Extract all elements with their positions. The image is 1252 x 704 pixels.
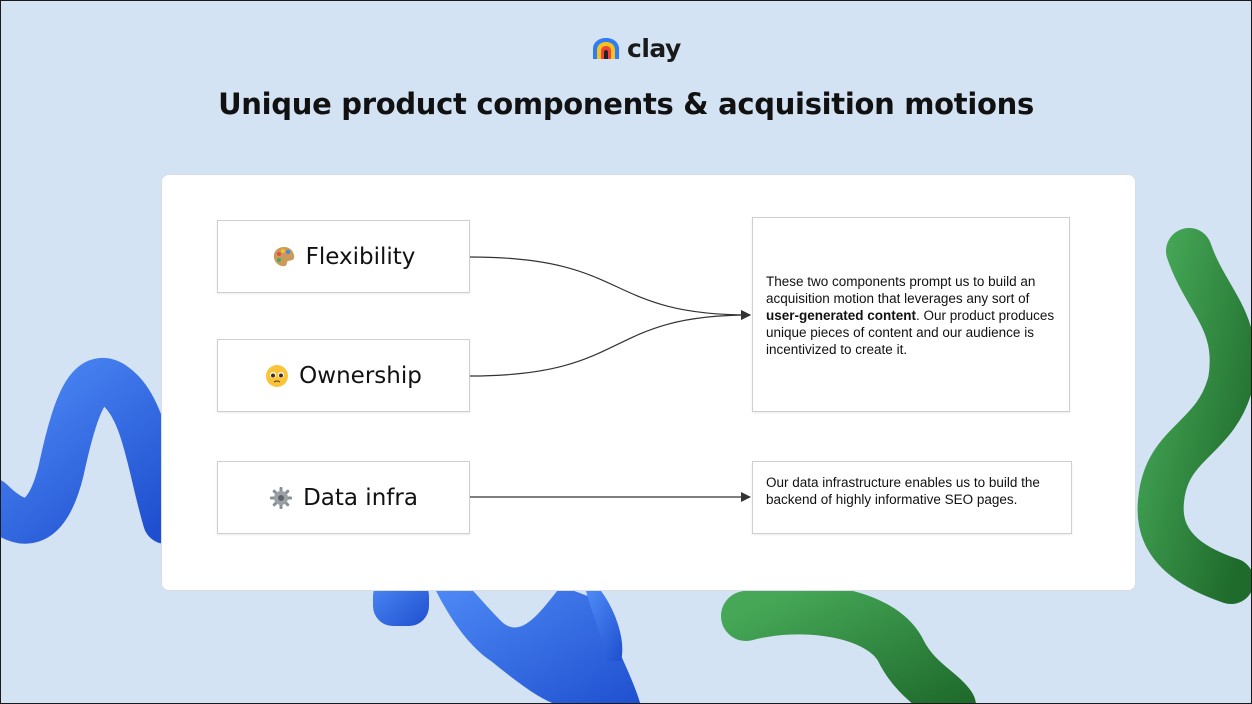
- page-title: Unique product components & acquisition …: [218, 87, 1034, 121]
- note-text-bold: user-generated content: [766, 308, 917, 323]
- gear-icon: [269, 486, 293, 510]
- clay-rainbow-icon: [593, 38, 619, 59]
- arrow-flexibility-to-note: [469, 256, 751, 320]
- brand-name: clay: [627, 34, 681, 63]
- green-shape-bottom: [721, 584, 976, 703]
- palette-icon: [272, 245, 296, 269]
- clay-logo: clay: [591, 34, 681, 64]
- blue-squiggle-left: [1, 358, 189, 544]
- node-label: Data infra: [303, 484, 418, 511]
- note-text-after: . Our product produces unique pieces of …: [766, 308, 1055, 357]
- connector-lines: [469, 256, 751, 502]
- note-data-infrastructure: Our data infrastructure enables us to bu…: [752, 461, 1072, 534]
- blue-shape-bottom: [373, 576, 641, 703]
- node-label: Ownership: [299, 362, 422, 389]
- node-flexibility: Flexibility: [217, 220, 470, 293]
- node-label: Flexibility: [305, 243, 416, 270]
- note-text-before: These two components prompt us to build …: [766, 274, 1036, 306]
- note-user-generated-content: These two components prompt us to build …: [752, 217, 1070, 412]
- diagram-card: Flexibility Ownership: [161, 174, 1136, 591]
- node-data-infra: Data infra: [217, 461, 470, 534]
- green-squiggle-right: [1137, 228, 1251, 604]
- arrow-ownership-to-note: [469, 310, 751, 377]
- note-text: Our data infrastructure enables us to bu…: [766, 475, 1040, 507]
- pleading-face-icon: [265, 364, 289, 388]
- node-ownership: Ownership: [217, 339, 470, 412]
